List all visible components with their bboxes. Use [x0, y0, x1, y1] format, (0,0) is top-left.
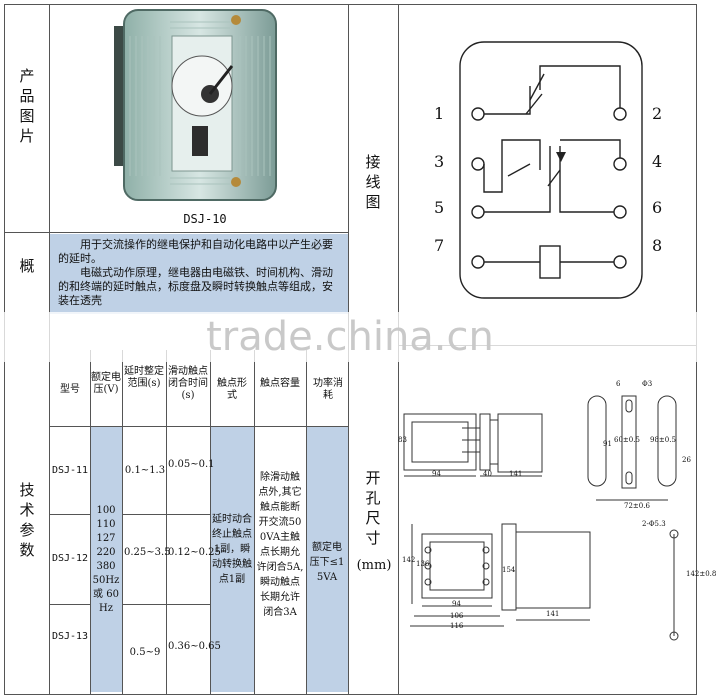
wiring-diagram	[459, 41, 643, 299]
row-divider-2	[49, 604, 90, 605]
label-cutout-unit: (mm)	[356, 558, 392, 573]
dim-60: 60±0.5	[614, 436, 640, 444]
terminal-6: 6	[652, 198, 663, 217]
outer-top-border	[4, 4, 697, 5]
col-line-3	[166, 350, 167, 694]
header-range: 延时整定范围(s)	[124, 366, 164, 389]
dim-141: 141	[509, 470, 523, 478]
row-2-model: DSJ-12	[51, 553, 89, 564]
capacity-text: 除滑动触点外,其它触点能断开交流500VA主触点长期允许闭合5A,瞬动触点长期允…	[256, 472, 304, 618]
label-tech-params: 技术参数	[19, 481, 35, 559]
terminal-5: 5	[434, 198, 445, 217]
col-line-1	[90, 350, 91, 694]
terminal-3: 3	[434, 152, 445, 171]
dim-6: 6	[616, 380, 621, 388]
voltage-values: 100 110 127 220 380 50Hz 或 60Hz	[92, 505, 120, 614]
dim-154: 154	[502, 566, 516, 574]
dim-98: 98±0.5	[650, 436, 676, 444]
product-model-caption: DSJ-10	[183, 212, 227, 226]
terminal-2: 2	[652, 104, 663, 123]
power-text: 额定电压下≤15VA	[309, 542, 345, 583]
col-line-5	[254, 350, 255, 694]
outer-bottom-border	[4, 694, 697, 695]
watermark-band: trade.china.cn	[0, 312, 700, 362]
dim-phi3: Φ3	[642, 380, 653, 388]
dim-106: 106	[450, 612, 464, 620]
row-1-sliding: 0.05~0.1	[168, 459, 215, 470]
dim-141b: 141	[546, 610, 560, 618]
col-line-6	[306, 350, 307, 694]
header-voltage: 额定电压(V)	[91, 372, 121, 395]
overview-text-block: 用于交流操作的继电保护和自动化电路中以产生必要的延时。 电磁式动作原理，继电器由…	[50, 234, 348, 314]
header-power: 功率消耗	[313, 378, 343, 401]
col-line-4	[210, 350, 211, 694]
row-3-sliding: 0.36~0.65	[168, 641, 221, 652]
dim-94b: 94	[452, 600, 461, 608]
terminal-7: 7	[434, 236, 445, 255]
terminal-1: 1	[434, 104, 445, 123]
dim-83: 83	[398, 436, 407, 444]
col-line-2	[122, 350, 123, 694]
terminal-4: 4	[652, 152, 663, 171]
header-capacity: 触点容量	[260, 378, 300, 389]
contact-form-column-bg	[210, 426, 254, 692]
row-divider-1	[49, 514, 90, 515]
dim-142: 142	[402, 556, 416, 564]
power-column-bg	[306, 426, 348, 692]
label-overview: 概	[19, 257, 35, 275]
relay-image	[114, 9, 277, 201]
row-1-range: 0.1~1.3	[124, 465, 166, 476]
row-divider-photo	[4, 232, 349, 233]
label-wiring: 接线图	[365, 153, 381, 211]
header-model: 型号	[60, 384, 80, 395]
terminal-8: 8	[652, 236, 663, 255]
product-photo	[110, 6, 290, 206]
table-header-divider	[49, 426, 348, 427]
label-cutout: 开孔尺寸	[365, 469, 381, 547]
voltage-column-bg	[90, 426, 122, 692]
row-3-model: DSJ-13	[51, 631, 89, 642]
dim-136: 136	[416, 560, 430, 568]
dim-72: 72±0.6	[624, 502, 650, 510]
contact-form-text: 延时动合终止触点1副，瞬动转换触点1副	[212, 514, 252, 585]
dim-116: 116	[450, 622, 464, 630]
row-2-range: 0.25~3.5	[124, 547, 171, 558]
dim-26: 26	[682, 456, 691, 464]
dim-40: 40	[483, 470, 492, 478]
header-contact-form: 触点形式	[217, 378, 247, 401]
row-3-range: 0.5~9	[129, 647, 161, 658]
overview-para-2: 电磁式动作原理，继电器由电磁铁、时间机构、滑动的和终端的延时触点，标度盘及瞬时转…	[58, 266, 333, 307]
dim-2-phi5-3: 2-Φ5.3	[642, 520, 666, 528]
label-product-photo: 产品图片	[19, 67, 35, 145]
dim-91: 91	[603, 440, 612, 448]
cutout-drawings	[403, 395, 679, 641]
dim-94: 94	[432, 470, 441, 478]
row-2-sliding: 0.12~0.25	[168, 547, 221, 558]
dim-142-tol: 142±0.8	[686, 570, 716, 578]
row-1-model: DSJ-11	[51, 465, 89, 476]
overview-para-1: 用于交流操作的继电保护和自动化电路中以产生必要的延时。	[58, 238, 333, 265]
header-sliding: 滑动触点闭合时间(s)	[168, 366, 208, 401]
